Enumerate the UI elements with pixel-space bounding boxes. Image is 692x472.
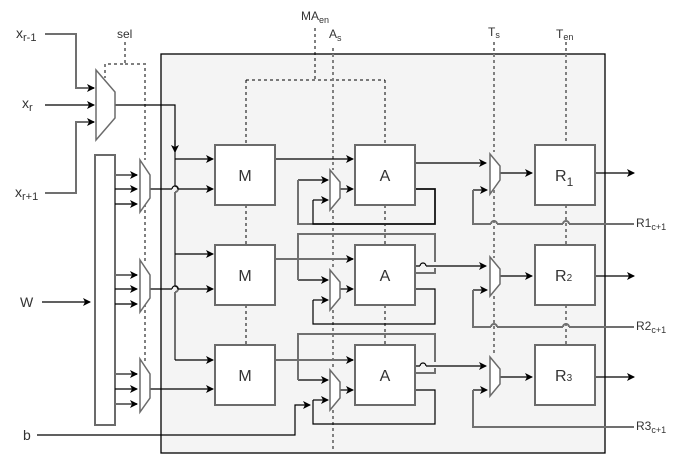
reg-mux-3 xyxy=(489,354,501,399)
row-2 xyxy=(275,233,635,328)
multiplier-2-label: M xyxy=(238,268,251,285)
x-prev-label: xr-1 xyxy=(16,25,36,44)
register-1 xyxy=(534,144,596,206)
multiplier-3-label: M xyxy=(238,368,251,385)
bias-label: b xyxy=(23,427,31,443)
t-en-label: Ten xyxy=(556,27,573,42)
register-3-sub: 3 xyxy=(567,373,573,384)
register-3-base: R xyxy=(555,368,567,385)
control-lines xyxy=(104,28,567,452)
register-2-label: R2 xyxy=(555,268,573,285)
reg-mux-1 xyxy=(489,151,501,197)
acc-mux-1 xyxy=(329,167,341,213)
register-2 xyxy=(534,244,596,306)
r3-next-label: R3c+1 xyxy=(636,419,666,435)
reg-mux-2 xyxy=(489,254,501,299)
register-2-sub: 2 xyxy=(567,273,573,284)
x-next-label: xr+1 xyxy=(15,184,38,203)
row-1 xyxy=(275,155,635,225)
weight-buffer xyxy=(94,154,116,426)
weight-mux-2 xyxy=(139,257,151,315)
row-3 xyxy=(275,333,635,428)
multiplier-2 xyxy=(214,244,276,306)
register-1-base: R xyxy=(555,168,567,185)
multiplier-3 xyxy=(214,344,276,406)
ma-en-label: MAen xyxy=(301,9,329,25)
accumulator-3-label: A xyxy=(380,368,391,385)
register-2-base: R xyxy=(555,268,567,285)
r2-next-label: R2c+1 xyxy=(636,319,666,335)
x-cur-label: xr xyxy=(22,95,33,114)
sel-label: sel xyxy=(117,27,132,41)
x-select-mux xyxy=(95,67,116,143)
accumulator-1-label: A xyxy=(380,168,391,185)
register-3-label: R3 xyxy=(555,368,573,385)
register-3 xyxy=(534,344,596,406)
weight-mux-inputs xyxy=(115,171,213,408)
weight-mux-3 xyxy=(139,356,151,415)
accumulator-3 xyxy=(354,344,416,406)
accumulator-2-label: A xyxy=(380,268,391,285)
accumulator-1 xyxy=(354,144,416,206)
register-1-sub: 1 xyxy=(567,175,574,189)
weight-mux-1 xyxy=(139,157,151,215)
register-1-label: R1 xyxy=(555,168,574,189)
multiplier-1-label: M xyxy=(238,168,251,185)
accumulator-2 xyxy=(354,244,416,306)
acc-mux-3 xyxy=(329,367,341,413)
multiplier-1 xyxy=(214,144,276,206)
a-s-label: As xyxy=(329,27,342,43)
r1-next-label: R1c+1 xyxy=(636,216,666,232)
acc-mux-2 xyxy=(329,267,341,313)
weight-label: W xyxy=(20,294,34,310)
t-s-label: Ts xyxy=(488,25,500,40)
